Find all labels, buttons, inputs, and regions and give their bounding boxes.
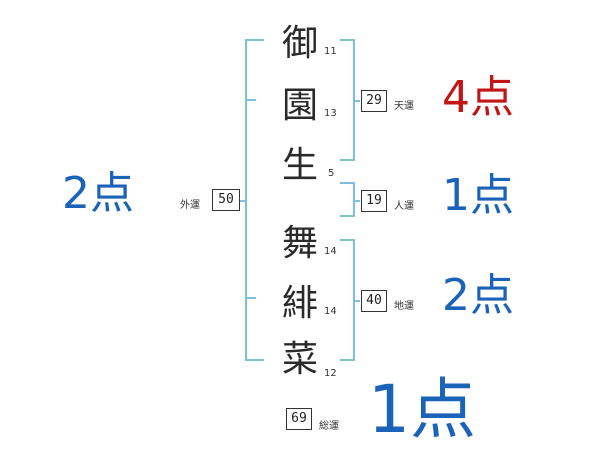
left-bracket (245, 39, 264, 361)
jinun-score: 1点 (442, 170, 514, 221)
chiun-label: 地運 (394, 301, 414, 312)
souun-score: 1点 (368, 371, 476, 448)
gaiun-score: 2点 (62, 168, 134, 219)
stroke-count-1: 11 (324, 46, 337, 57)
tenun-score: 4点 (442, 72, 514, 123)
name-char-2: 園 (281, 85, 318, 126)
tenun-label: 天運 (394, 101, 414, 112)
stroke-count-4: 14 (324, 246, 337, 257)
chiun-bracket (340, 239, 355, 361)
name-char-6: 菜 (281, 339, 318, 380)
chiun-value-box: 40 (361, 290, 387, 312)
gaiun-label: 外運 (180, 200, 200, 211)
gaiun-value-box: 50 (212, 189, 240, 211)
tenun-bracket (340, 39, 355, 161)
jinun-bracket (340, 182, 355, 217)
name-char-1: 御 (281, 23, 318, 64)
stroke-count-5: 14 (324, 306, 337, 317)
stroke-count-3: 5 (328, 168, 335, 179)
tenun-value-box: 29 (361, 90, 387, 112)
name-char-4: 舞 (281, 223, 318, 264)
jinun-value-box: 19 (361, 190, 387, 212)
name-char-5: 緋 (281, 283, 318, 324)
stroke-count-2: 13 (324, 108, 337, 119)
souun-value-box: 69 (286, 408, 312, 430)
stroke-count-6: 12 (324, 368, 337, 379)
jinun-label: 人運 (394, 201, 414, 212)
souun-label: 総運 (319, 421, 339, 432)
chiun-score: 2点 (442, 270, 514, 321)
name-char-3: 生 (281, 145, 318, 186)
